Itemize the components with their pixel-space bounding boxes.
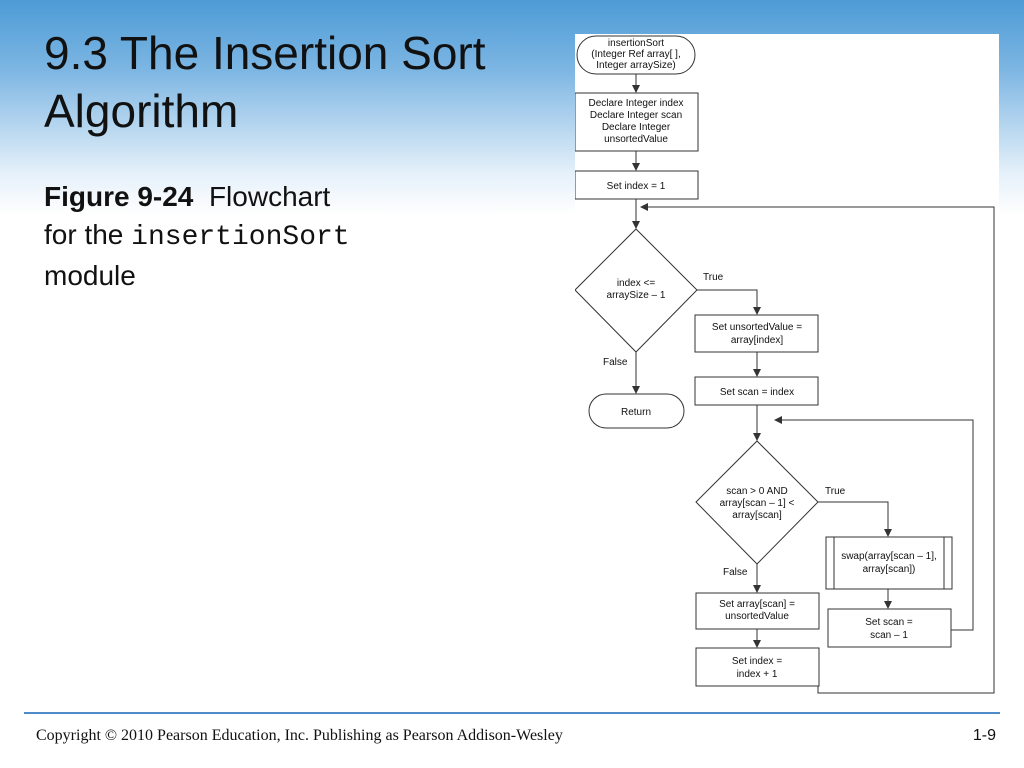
inner-condition-line-3: array[scan] (732, 510, 782, 521)
set-scan-process-box: Set scan = index (694, 376, 819, 406)
inner-condition-line-2: array[scan – 1] < (720, 498, 795, 509)
declare-line-1: Declare Integer index (588, 98, 683, 109)
inner-decision-diamond: scan > 0 AND array[scan – 1] < array[sca… (695, 440, 819, 565)
return-label: Return (621, 407, 651, 418)
figure-caption: Figure 9-24 Flowchart for the insertionS… (44, 178, 404, 295)
outer-decision-diamond: index <= arraySize – 1 (575, 228, 698, 353)
increment-index-line-2: index + 1 (737, 669, 778, 680)
set-index-process-box: Set index = 1 (575, 170, 699, 200)
flowchart-panel: insertionSort (Integer Ref array[ ], Int… (575, 34, 999, 696)
declare-process-box: Declare Integer index Declare Integer sc… (575, 92, 699, 152)
arrow-inner-loop-back (774, 416, 974, 631)
outer-condition-line-2: arraySize – 1 (607, 290, 666, 301)
flowchart-diagram: insertionSort (Integer Ref array[ ], Int… (575, 35, 995, 694)
set-index-label: Set index = 1 (607, 181, 666, 192)
arrow-outer-true (697, 289, 761, 315)
inner-true-label: True (825, 486, 846, 497)
caption-text-1: Flowchart (208, 181, 331, 212)
flow-connectors (632, 74, 995, 694)
declare-line-3: Declare Integer (602, 122, 671, 133)
assign-array-line-1: Set array[scan] = (719, 599, 795, 610)
set-unsorted-value-box: Set unsortedValue = array[index] (694, 314, 819, 353)
caption-text-3: module (44, 260, 136, 291)
caption-code: insertionSort (131, 222, 350, 253)
swap-line-1: swap(array[scan – 1], (841, 551, 937, 562)
increment-index-line-1: Set index = (732, 656, 782, 667)
swap-module-box: swap(array[scan – 1], array[scan]) (825, 536, 953, 590)
inner-condition-line-1: scan > 0 AND (726, 486, 787, 497)
figure-number: Figure 9-24 (44, 181, 194, 212)
outer-true-label: True (703, 272, 724, 283)
inner-false-label: False (723, 567, 748, 578)
set-unsorted-line-2: array[index] (731, 335, 783, 346)
return-terminal: Return (588, 393, 685, 429)
title-line-2: Algorithm (44, 85, 239, 137)
title-line-1: 9.3 The Insertion Sort (44, 27, 486, 79)
declare-line-2: Declare Integer scan (590, 110, 682, 121)
start-line-2: (Integer Ref array[ ], (591, 49, 680, 60)
arrow-inner-true (818, 501, 892, 537)
outer-false-label: False (603, 357, 628, 368)
decrement-scan-process-box: Set scan = scan – 1 (827, 608, 952, 648)
increment-index-process-box: Set index = index + 1 (695, 647, 820, 687)
start-line-3: Integer arraySize) (596, 60, 675, 71)
slide-number: 1-9 (972, 727, 996, 744)
assign-array-process-box: Set array[scan] = unsortedValue (695, 592, 820, 630)
set-scan-label: Set scan = index (720, 387, 794, 398)
footer-divider (24, 712, 1000, 714)
swap-line-2: array[scan]) (863, 564, 916, 575)
decrement-scan-line-1: Set scan = (865, 617, 913, 628)
start-line-1: insertionSort (608, 38, 664, 49)
decrement-scan-line-2: scan – 1 (870, 630, 908, 641)
outer-condition-line-1: index <= (617, 278, 656, 289)
start-terminal: insertionSort (Integer Ref array[ ], Int… (576, 35, 696, 75)
copyright-footer: Copyright © 2010 Pearson Education, Inc.… (36, 727, 563, 744)
set-unsorted-line-1: Set unsortedValue = (712, 322, 802, 333)
declare-line-4: unsortedValue (604, 134, 668, 145)
slide-title: 9.3 The Insertion Sort Algorithm (44, 24, 564, 140)
assign-array-line-2: unsortedValue (725, 611, 789, 622)
caption-text-2: for the (44, 219, 124, 250)
